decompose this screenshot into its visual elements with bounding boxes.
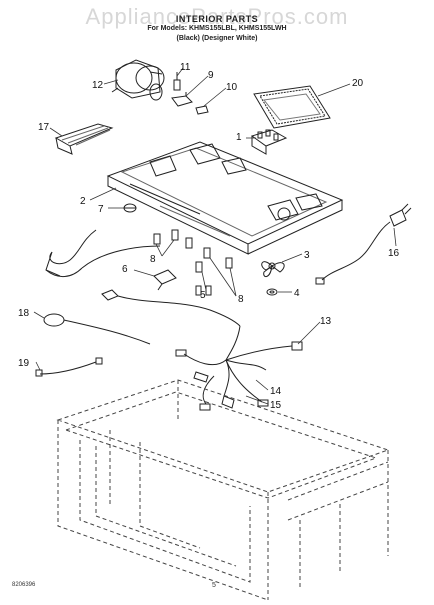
leader-lines — [33, 67, 397, 405]
control-board-part — [250, 129, 288, 155]
washer-part — [266, 288, 278, 296]
callout-19: 19 — [18, 358, 30, 369]
interlock-switch-part — [153, 229, 233, 273]
callout-20: 20 — [352, 78, 364, 89]
base-tray-part — [106, 141, 344, 255]
grease-filter-part — [253, 85, 331, 129]
model-numbers: For Models: KHMS155LBL, KHMS155LWH — [147, 25, 287, 32]
color-variants: (Black) (Designer White) — [176, 35, 258, 42]
callout-17: 17 — [38, 122, 50, 133]
sensor-part — [43, 313, 151, 345]
wire-jumper-part — [35, 357, 103, 377]
connector-part — [173, 72, 181, 91]
power-cord-part — [315, 203, 412, 285]
harness-left-part — [45, 229, 241, 327]
document-number: 8206396 — [12, 582, 36, 588]
air-duct-part — [54, 123, 114, 155]
callout-13: 13 — [320, 316, 332, 327]
callout-3: 3 — [304, 250, 310, 261]
callout-10: 10 — [226, 82, 238, 93]
thermistor-part — [153, 269, 177, 291]
callout-7: 7 — [98, 204, 104, 215]
watermark: AppliancePartsPros.com — [85, 4, 349, 29]
callout-11: 11 — [180, 62, 191, 73]
callout-2: 2 — [80, 196, 86, 207]
fan-motor-part — [111, 59, 165, 101]
callout-1: 1 — [236, 132, 242, 143]
callout-14: 14 — [270, 386, 282, 397]
callout-8-lower: 8 — [238, 294, 244, 305]
callout-6: 6 — [122, 264, 128, 275]
callout-15: 15 — [270, 400, 282, 411]
page-title: INTERIOR PARTS — [175, 14, 259, 24]
callout-4: 4 — [294, 288, 300, 299]
main-harness-part — [175, 325, 303, 411]
relay-part — [171, 92, 193, 107]
fan-blade-part — [261, 261, 285, 277]
clip-part — [195, 105, 209, 115]
callout-12: 12 — [92, 80, 104, 91]
page-number: 5 — [212, 582, 216, 589]
callout-18: 18 — [18, 308, 30, 319]
thermal-cutoff-part — [123, 203, 137, 213]
callout-16: 16 — [388, 248, 400, 259]
cabinet-outline — [56, 379, 390, 601]
callout-8-upper: 8 — [150, 254, 156, 265]
callout-9: 9 — [208, 70, 214, 81]
fuse-part — [195, 285, 212, 296]
callout-5: 5 — [200, 290, 206, 301]
